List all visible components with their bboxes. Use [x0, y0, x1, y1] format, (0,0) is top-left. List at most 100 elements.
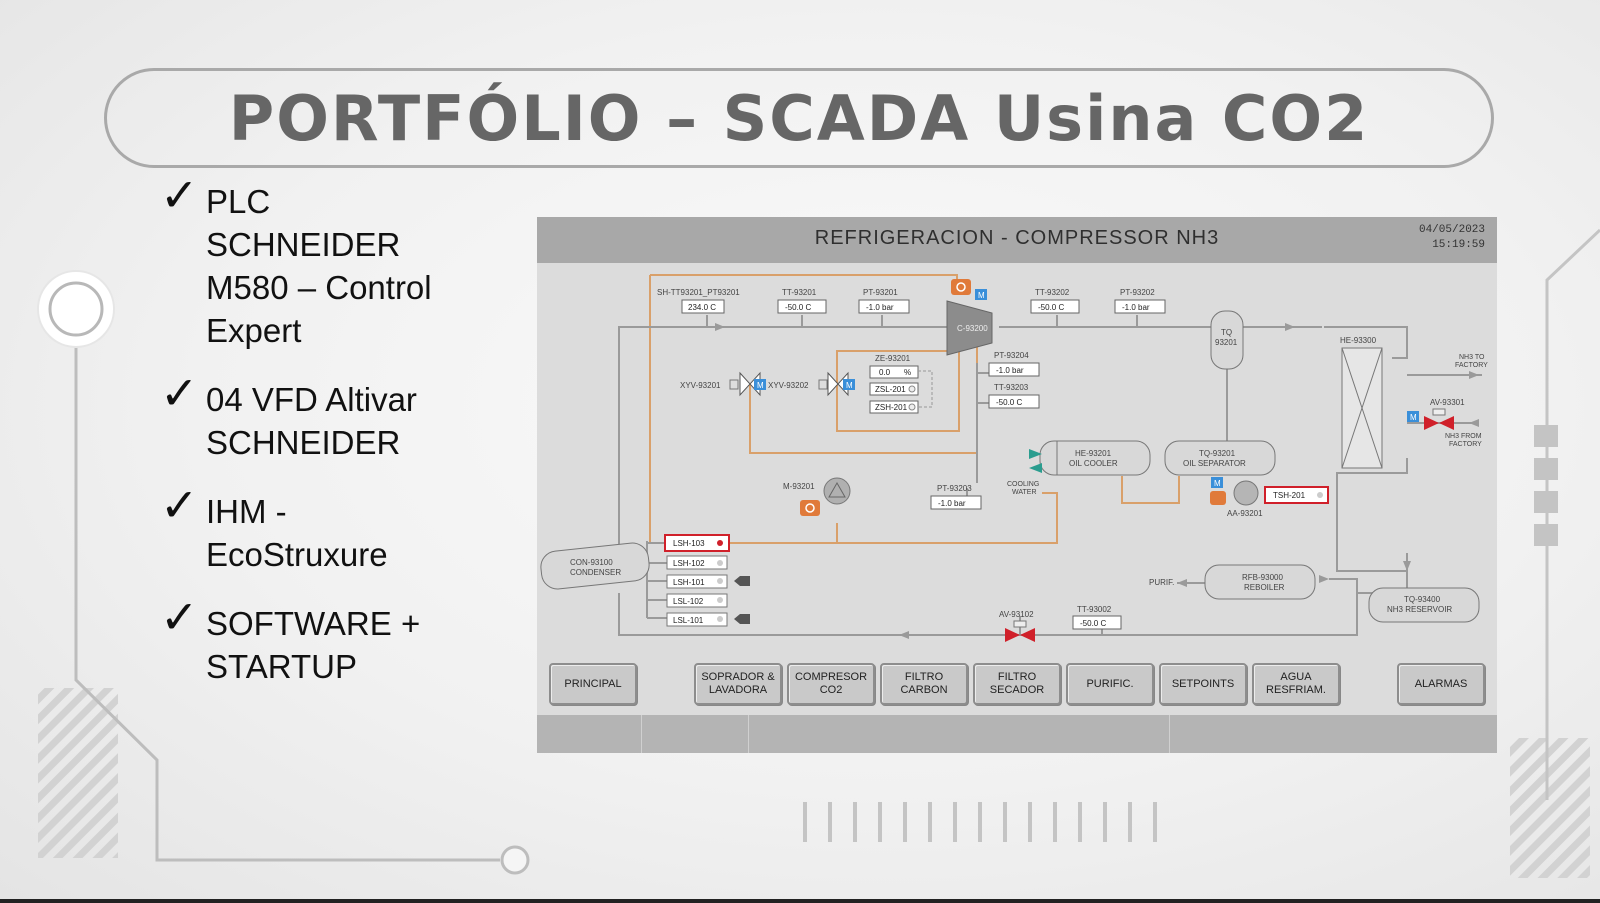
tag-value: -1.0 bar: [938, 499, 966, 508]
tag-label: TT-93002: [1077, 605, 1112, 614]
nav-button-filtro-secador[interactable]: FILTRO SECADOR: [973, 663, 1061, 705]
cooling-label: WATER: [1012, 489, 1037, 496]
right-square-2: [1534, 458, 1558, 480]
switch-box: [869, 382, 919, 396]
nav-button-compresor[interactable]: COMPRESOR CO2: [787, 663, 875, 705]
control-valve-icon-b: [1020, 628, 1035, 642]
tag-value: -1.0 bar: [866, 303, 894, 312]
control-valve-icon-b: [1439, 416, 1454, 430]
status-cell: [749, 715, 1170, 753]
switch-label: ZSH-201: [875, 403, 908, 412]
tag-value: -50.0 C: [1038, 303, 1064, 312]
status-lamp: [717, 540, 723, 546]
heater-label: AA-93201: [1227, 509, 1263, 518]
nav-button-alarmas[interactable]: ALARMAS: [1397, 663, 1485, 705]
bottom-bar: [0, 899, 1600, 903]
tag-value-box: [988, 394, 1040, 409]
motor-status-icon: [800, 500, 820, 516]
alarm-tag-box: [1264, 486, 1329, 504]
tag-label: TT-93203: [994, 383, 1029, 392]
bullet-item: ✓ 04 VFD Altivar SCHNEIDER: [160, 366, 480, 464]
reboiler-label: RFB-93000: [1242, 573, 1283, 582]
check-icon: ✓: [160, 168, 199, 222]
check-icon: ✓: [160, 590, 199, 644]
tag-value-box: [681, 299, 725, 314]
check-icon: ✓: [160, 478, 199, 532]
motor-label: M-93201: [783, 482, 815, 491]
status-lamp: [717, 616, 723, 622]
oil-cooler-label: HE-93201: [1075, 449, 1112, 458]
tag-label: PT-93201: [863, 288, 898, 297]
switch-label: ZSL-201: [875, 385, 906, 394]
heater-status-icon: [1210, 491, 1226, 505]
exchanger-label: HE-93300: [1340, 336, 1377, 345]
tag-value: 0.0: [879, 368, 891, 377]
tag-value-box: [858, 299, 910, 314]
manual-badge: [754, 379, 766, 390]
compressor-label: C-93200: [957, 324, 988, 333]
tag-label: PT-93204: [994, 351, 1029, 360]
bullet-text: 04 VFD Altivar SCHNEIDER: [206, 381, 417, 461]
status-lamp: [908, 385, 916, 393]
signal-line: [918, 370, 933, 408]
flow-arrows: [715, 323, 1479, 639]
exchanger-cross-2: [1341, 347, 1383, 469]
bullet-item: ✓ SOFTWARE + STARTUP: [160, 590, 480, 688]
level-switch-box: [666, 612, 728, 627]
vessel-icon: [1210, 310, 1244, 370]
valve-actuator: [1013, 620, 1027, 628]
bullet-list: ✓ PLC SCHNEIDER M580 – Control Expert ✓ …: [160, 168, 480, 714]
tag-label: ZE-93201: [875, 354, 911, 363]
tag-value: -1.0 bar: [996, 366, 1024, 375]
flow-label: NH3 FROM: [1445, 433, 1482, 440]
tag-value-box: [930, 495, 982, 510]
level-switch-box: [666, 555, 728, 570]
circuit-line-left: [74, 340, 500, 862]
bullet-text: SOFTWARE + STARTUP: [206, 605, 421, 685]
manual-badge: [843, 379, 855, 390]
status-lamp: [717, 597, 723, 603]
level-indicator-icon: [734, 614, 750, 624]
nav-button-principal[interactable]: PRINCIPAL: [549, 663, 637, 705]
level-switch-label: LSL-101: [673, 616, 704, 625]
scada-date: 04/05/2023: [1418, 224, 1485, 236]
level-switch-box: [666, 574, 728, 589]
nav-button-setpoints[interactable]: SETPOINTS: [1159, 663, 1247, 705]
nav-button-soprador[interactable]: SOPRADOR & LAVADORA: [694, 663, 782, 705]
check-icon: ✓: [160, 366, 199, 420]
page-title: PORTFÓLIO – SCADA Usina CO2: [228, 81, 1370, 155]
nav-button-agua[interactable]: AGUA RESFRIAM.: [1252, 663, 1340, 705]
bottom-ticks: [803, 802, 1157, 842]
level-switch-box: [666, 593, 728, 608]
nav-button-filtro-carbon[interactable]: FILTRO CARBON: [880, 663, 968, 705]
motor-status-icon-ring: [805, 503, 815, 513]
valve-actuator: [818, 379, 828, 390]
flow-label: NH3 TO: [1459, 354, 1485, 361]
manual-badge-text: M: [1214, 479, 1221, 488]
valve-label: XYV-93202: [768, 381, 809, 390]
manual-badge-text: M: [978, 291, 985, 300]
scada-header: REFRIGERACION - COMPRESSOR NH3 04/05/202…: [537, 217, 1497, 263]
status-cell: [642, 715, 749, 753]
valve-label: XYV-93201: [680, 381, 721, 390]
right-square-3: [1534, 491, 1558, 513]
nav-button-purific[interactable]: PURIFIC.: [1066, 663, 1154, 705]
reboiler-icon: [1204, 564, 1316, 600]
tag-label: PT-93203: [937, 484, 972, 493]
tag-value: -1.0 bar: [1122, 303, 1150, 312]
status-lamp: [908, 403, 916, 411]
tag-value-box: [869, 365, 919, 379]
condenser-icon: [540, 542, 650, 590]
status-lamp: [717, 578, 723, 584]
tag-label: PT-93202: [1120, 288, 1155, 297]
pump-icon: [823, 477, 851, 505]
right-square-1: [1534, 425, 1558, 447]
tag-value-box: [1072, 615, 1122, 630]
status-cell: [537, 715, 642, 753]
condenser-label: CONDENSER: [570, 568, 621, 577]
manual-badge: [1211, 477, 1223, 488]
manual-badge-text: M: [757, 381, 764, 390]
title-frame: PORTFÓLIO – SCADA Usina CO2: [104, 68, 1494, 168]
condenser-label: CON-93100: [570, 558, 613, 567]
